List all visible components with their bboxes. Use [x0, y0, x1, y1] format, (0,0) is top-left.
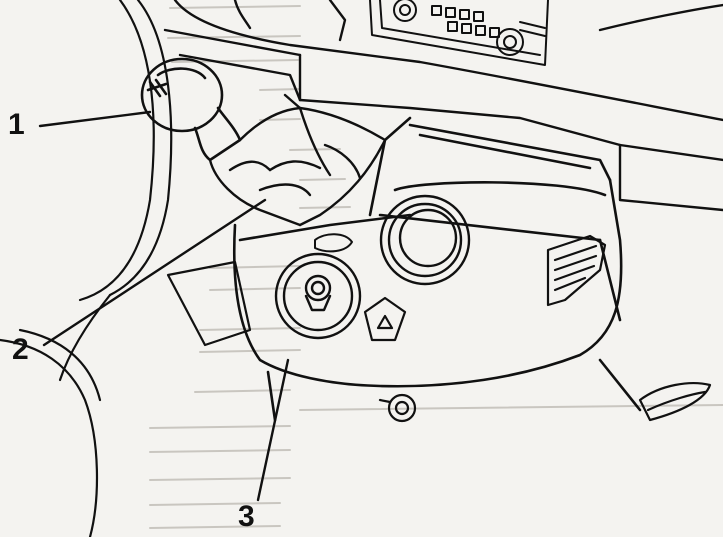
dashboard — [163, 0, 723, 212]
callout-label-2: 2 — [12, 333, 29, 366]
center-console — [232, 116, 642, 422]
side-vent — [546, 234, 712, 422]
gear-boot — [208, 93, 387, 227]
console-button — [314, 233, 353, 253]
gear-knob — [140, 57, 242, 162]
round-switch — [274, 252, 362, 340]
callout-label-3: 3 — [238, 500, 255, 533]
ghost-text-lines — [149, 5, 723, 529]
door-frame — [0, 0, 173, 537]
callout-label-1: 1 — [8, 108, 25, 141]
lower-knob — [378, 393, 417, 423]
radio-unit — [369, 0, 549, 66]
callout-leader-lines — [38, 110, 290, 502]
hazard-button — [363, 296, 407, 342]
rotary-control — [379, 194, 471, 286]
shifter-plate — [166, 260, 252, 347]
